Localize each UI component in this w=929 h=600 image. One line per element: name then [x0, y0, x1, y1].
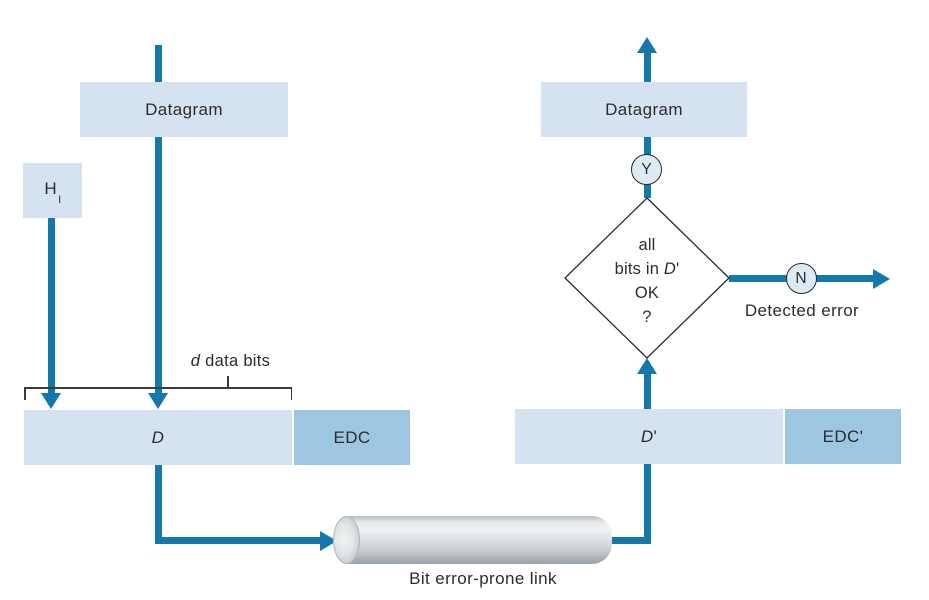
- link-cylinder: [333, 516, 612, 564]
- decision-line-3: OK: [634, 284, 660, 302]
- edc-label: EDC: [333, 427, 371, 447]
- detected-error-label: Detected error: [744, 301, 860, 320]
- into-link-arrowhead-icon: [320, 530, 337, 551]
- d-label: D: [151, 427, 165, 447]
- data-bits-bracket: [24, 387, 292, 389]
- data-bits-label-rest: data bits: [200, 352, 271, 370]
- decision-line-2-d: D: [663, 260, 677, 278]
- edc-box: EDC: [294, 410, 410, 465]
- decision-arrowhead-icon: [637, 358, 657, 374]
- sender-datagram-to-d-line: [154, 137, 162, 393]
- detected-error-arrowhead-icon: [873, 268, 890, 289]
- sender-datagram-arrowhead-icon: [148, 393, 168, 409]
- d-to-link-vertical-line: [154, 465, 162, 544]
- data-bits-bracket-up-tick: [227, 376, 229, 388]
- sender-datagram-incoming-line: [154, 45, 162, 82]
- edcprime-box: EDC': [785, 409, 901, 464]
- decision-line-2-post: ': [676, 260, 680, 278]
- decision-diamond: [564, 197, 730, 359]
- link-to-dprime-horizontal-line: [610, 537, 650, 544]
- yes-label: Y: [641, 160, 652, 178]
- header-to-d-line: [47, 218, 55, 393]
- deliver-up-arrowhead-icon: [637, 37, 657, 53]
- dprime-letter: D: [640, 426, 654, 446]
- sender-datagram-box: Datagram: [80, 82, 288, 137]
- receiver-datagram-label: Datagram: [605, 99, 683, 119]
- header-letter: H: [44, 179, 58, 199]
- dprime-box: D': [515, 409, 783, 464]
- receiver-datagram-outgoing-line: [643, 53, 651, 82]
- dprime-label: D': [641, 427, 657, 447]
- header-label: HI: [44, 179, 61, 205]
- data-bits-label-d: d: [190, 352, 201, 370]
- link-caption: Bit error-prone link: [409, 569, 557, 588]
- no-label: N: [795, 269, 807, 287]
- no-circle: N: [785, 263, 817, 294]
- edcprime-label: EDC': [822, 426, 864, 446]
- dprime-mark: ': [653, 426, 658, 446]
- decision-line-2-pre: bits in: [614, 260, 664, 278]
- header-arrowhead-icon: [41, 393, 61, 409]
- d-to-link-horizontal-line: [154, 537, 321, 544]
- d-box: D: [24, 410, 292, 465]
- header-box: HI: [23, 163, 82, 218]
- decision-question: all bits in D' OK ?: [577, 233, 717, 329]
- dprime-to-decision-line: [643, 374, 651, 409]
- header-subscript: I: [58, 193, 62, 206]
- sender-datagram-label: Datagram: [145, 99, 223, 119]
- decision-line-4: ?: [642, 308, 652, 326]
- link-cylinder-body: [346, 516, 612, 564]
- data-bits-bracket-right-tick: [290, 387, 292, 400]
- link-cylinder-cap: [333, 516, 360, 564]
- decision-line-1: all: [638, 236, 656, 254]
- data-bits-bracket-left-tick: [24, 387, 26, 400]
- decision-line-2: bits in D': [577, 257, 717, 281]
- data-bits-label: d data bits: [158, 352, 303, 371]
- link-to-dprime-vertical-line: [643, 464, 651, 544]
- receiver-datagram-box: Datagram: [541, 82, 747, 137]
- yes-circle: Y: [631, 154, 662, 185]
